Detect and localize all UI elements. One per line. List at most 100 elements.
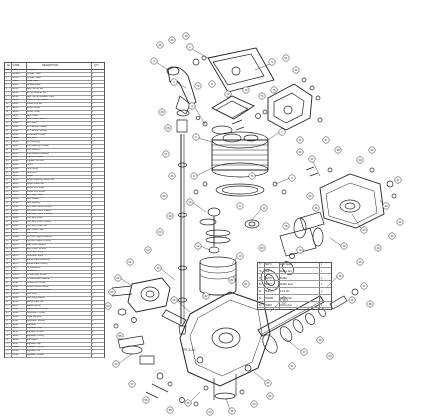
part-code: PE094: [11, 331, 19, 334]
part-description: Diaphragm: [26, 338, 38, 341]
part-description: Drive Washer Retainer: [26, 152, 50, 155]
part-number: 17: [5, 129, 9, 132]
part-code: PE096: [11, 338, 19, 341]
part-quantity: 1: [92, 285, 94, 288]
callout-bubble: 36: [312, 204, 320, 212]
part-number: 45: [5, 236, 9, 239]
part-quantity: 1: [321, 283, 323, 287]
part-description: Valve Cover Screws: [26, 118, 47, 121]
callout-bubble: 54: [206, 408, 214, 416]
callout-bubble: 37: [322, 136, 330, 144]
callout-number: 43: [391, 234, 394, 238]
callout-bubble: 77: [236, 202, 244, 210]
header-qty: QTY: [94, 64, 99, 67]
part-code: PE082: [11, 285, 19, 288]
callout-bubble: 47: [360, 282, 368, 290]
callout-number: 52: [269, 394, 272, 398]
part-description: Front Bearing Oil Seal: [26, 145, 49, 147]
part-code: PE019: [11, 91, 19, 94]
callout-number: 61: [129, 260, 132, 264]
part-description: Cam Gear Cover O-Ring: [26, 213, 52, 216]
part-description: Throttle Arm Screw: [26, 281, 46, 284]
part-quantity: 1: [92, 255, 94, 258]
part-description: Push Rod: [26, 137, 37, 140]
part-number: 43: [5, 228, 9, 231]
part-code: PE044: [11, 145, 19, 147]
callout-bubble: 65: [160, 192, 168, 200]
part-number: 69: [5, 327, 9, 330]
callout-circle: [170, 296, 178, 304]
part-quantity: 1: [92, 217, 94, 220]
callout-number: 63: [159, 230, 162, 234]
part-code: PE054: [11, 183, 19, 185]
callout-number: 59: [107, 304, 110, 308]
callout-circle: [292, 66, 300, 74]
callout-number: 28: [159, 43, 162, 47]
callout-circle: [266, 392, 274, 400]
part-quantity: 1: [92, 224, 94, 227]
callout-number: 75: [273, 88, 276, 92]
muffler-part: [293, 166, 397, 239]
callout-bubble: 6: [192, 133, 200, 141]
callout-number: 22: [385, 204, 388, 208]
part-description: Intake Manifold: [26, 316, 42, 318]
part-code: PE077: [264, 283, 272, 287]
part-code: PE098: [11, 346, 19, 349]
part-quantity: 1: [92, 114, 94, 117]
callout-number: 47: [363, 284, 366, 288]
callout-number: 4: [191, 104, 193, 108]
part-number: 21: [5, 145, 9, 147]
callout-circle: [194, 82, 202, 90]
callout-bubble: 44: [374, 244, 382, 252]
part-description: Tappet: [26, 175, 33, 178]
part-description: Carburetor O-Ring: [26, 312, 45, 315]
part-quantity: 1: [92, 240, 94, 242]
part-quantity: 1: [92, 186, 94, 189]
part-code: PE079: [11, 274, 19, 277]
part-number: 32: [5, 186, 9, 189]
callout-number: 10: [189, 200, 192, 204]
header-no: No.: [6, 64, 11, 67]
part-code: PE099: [11, 350, 19, 353]
part-number: 63: [5, 304, 9, 307]
callout-number: 18: [339, 274, 342, 278]
callout-circle: [164, 124, 172, 132]
callout-bubble: 60: [108, 288, 116, 296]
callout-number: 51: [291, 364, 294, 368]
part-description: Fuel Inlet Nipple O-Ring: [26, 240, 51, 242]
part-code: PE076: [264, 276, 272, 280]
callout-number: 14: [157, 266, 160, 270]
part-code: PE084: [11, 293, 19, 296]
part-code: PE047: [11, 156, 19, 159]
part-quantity: 1: [92, 194, 94, 197]
part-code: PE033: [11, 107, 19, 109]
callout-bubble: 20: [360, 226, 368, 234]
part-number: 68: [5, 323, 9, 326]
part-number: 30: [5, 179, 9, 182]
part-description: Regulator Screws: [26, 354, 45, 356]
part-quantity: 1: [92, 259, 94, 261]
part-code: PE090: [11, 316, 19, 318]
callout-bubble: 10: [186, 198, 194, 206]
callout-bubble: 73: [242, 86, 250, 94]
callout-circle: [242, 280, 250, 288]
part-number: 10: [5, 103, 9, 106]
part-description: Piston: [26, 164, 33, 166]
part-code: PE039: [11, 126, 19, 128]
callout-bubble: 64: [166, 212, 174, 220]
part-quantity: 1: [92, 76, 94, 79]
part-description: Glow Plug Washer: [26, 297, 45, 299]
callout-bubble: 15: [170, 296, 178, 304]
callout-circle: [248, 172, 256, 180]
part-description: Regulator Spring: [26, 346, 44, 349]
part-description: Gear Bearing: [26, 202, 40, 204]
callout-number: 16: [283, 298, 286, 302]
part-description: Glow Plug: [26, 293, 37, 296]
